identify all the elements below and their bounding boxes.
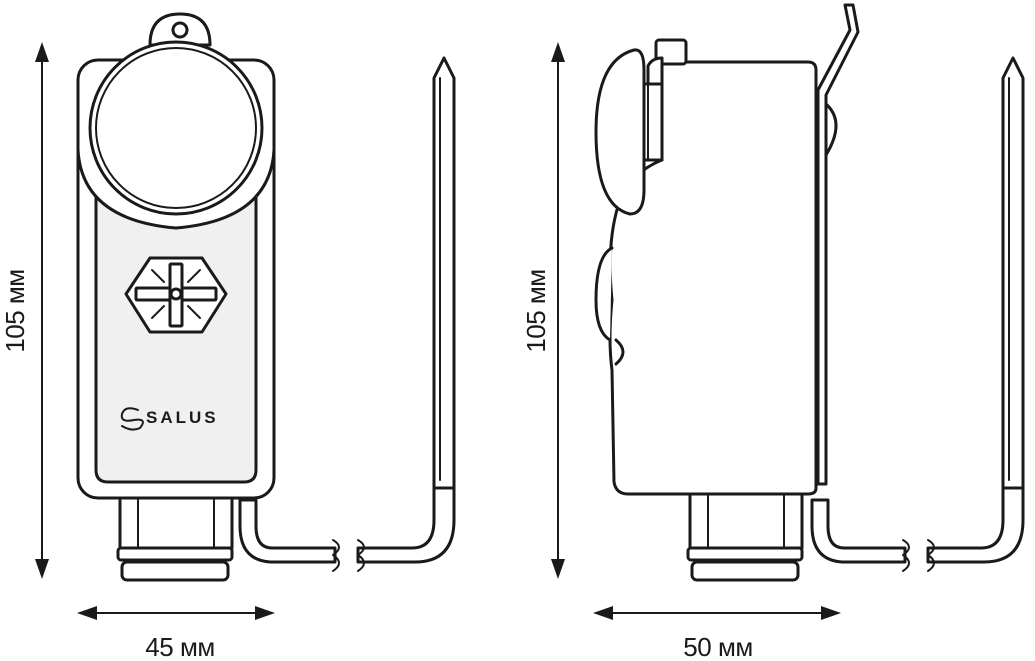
arrow-icon (551, 42, 565, 62)
hanging-loop (148, 12, 212, 47)
arrow-icon (255, 606, 275, 620)
side-width-label: 50 мм (683, 632, 752, 661)
top-stud (646, 38, 688, 86)
capillary-tube (238, 56, 456, 572)
front-height-dimension: 105 мм (0, 42, 49, 579)
side-cable-gland (686, 492, 804, 582)
side-capillary-tube (810, 56, 1025, 572)
arrow-icon (77, 606, 97, 620)
front-view: SALUS 105 мм 45 мм (0, 12, 456, 661)
front-width-label: 45 мм (145, 632, 214, 661)
side-height-dimension: 105 мм (521, 42, 565, 579)
mounting-clip (816, 3, 860, 486)
salus-logo-icon: SALUS (120, 407, 219, 431)
arrow-icon (35, 42, 49, 62)
arrow-icon (821, 606, 841, 620)
cable-gland (116, 496, 234, 582)
side-dial (594, 48, 664, 216)
side-height-label: 105 мм (521, 269, 551, 352)
arrow-icon (551, 559, 565, 579)
arrow-icon (35, 559, 49, 579)
front-height-label: 105 мм (0, 269, 30, 352)
brand-text: SALUS (146, 408, 219, 427)
adjustment-knob-icon (124, 256, 228, 334)
side-housing (594, 60, 818, 496)
dial-knob (88, 40, 264, 216)
front-width-dimension: 45 мм (77, 606, 275, 661)
side-width-dimension: 50 мм (593, 606, 841, 661)
arrow-icon (593, 606, 613, 620)
side-view: 105 мм 50 мм (521, 3, 1025, 661)
